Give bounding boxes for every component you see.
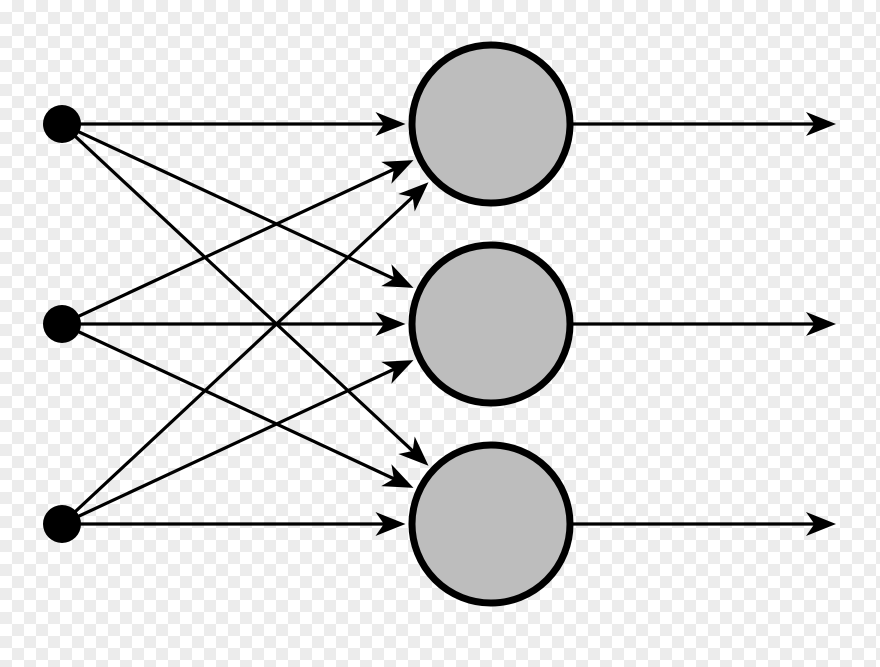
- inputs-layer: [43, 105, 81, 543]
- connection-arrow-i2-n3: [60, 322, 414, 488]
- connection-arrow-i3-n2-arrowhead: [381, 360, 414, 384]
- connection-arrow-i1-n2-line: [60, 122, 396, 281]
- output-arrow-n2: [568, 312, 836, 336]
- connection-arrow-i2-n2: [60, 312, 406, 336]
- output-arrow-n1-arrowhead: [806, 112, 836, 136]
- connection-arrow-i3-n3-arrowhead: [375, 512, 406, 536]
- input-node-i3: [43, 505, 81, 543]
- connection-arrow-i1-n2: [60, 122, 414, 288]
- output-arrow-n3-arrowhead: [806, 512, 836, 536]
- neuron-node-n3: [408, 441, 574, 607]
- output-arrow-n1: [568, 112, 836, 136]
- connection-arrow-i3-n1: [60, 182, 429, 526]
- connection-arrow-i3-n3: [60, 512, 406, 536]
- connection-arrow-i1-n1: [60, 112, 406, 136]
- connection-arrow-i2-n3-line: [60, 322, 396, 481]
- connection-arrow-i3-n2-line: [60, 367, 396, 526]
- connection-arrow-i2-n2-arrowhead: [375, 312, 406, 336]
- connection-arrow-i3-n1-line: [60, 195, 415, 526]
- connection-arrow-i3-n2: [60, 360, 414, 526]
- neuron-node-n2: [408, 241, 574, 407]
- input-node-i2: [43, 305, 81, 343]
- output-arrow-n3: [568, 512, 836, 536]
- connection-arrow-i1-n2-arrowhead: [381, 264, 414, 288]
- neurons-layer: [408, 41, 574, 607]
- connection-arrow-i2-n1: [60, 160, 414, 326]
- connection-arrow-i1-n1-arrowhead: [375, 112, 406, 136]
- output-arrow-n2-arrowhead: [806, 312, 836, 336]
- outputs-layer: [568, 112, 836, 536]
- connection-arrow-i1-n3-arrowhead: [398, 436, 429, 466]
- connection-arrow-i2-n3-arrowhead: [381, 464, 414, 488]
- connection-arrow-i1-n3-line: [60, 122, 415, 453]
- connection-arrow-i3-n1-arrowhead: [398, 182, 429, 212]
- connection-arrow-i2-n1-line: [60, 167, 396, 326]
- connection-arrow-i2-n1-arrowhead: [381, 160, 414, 184]
- connections-layer: [60, 112, 429, 536]
- input-node-i1: [43, 105, 81, 143]
- connection-arrow-i1-n3: [60, 122, 429, 466]
- neuron-node-n1: [408, 41, 574, 207]
